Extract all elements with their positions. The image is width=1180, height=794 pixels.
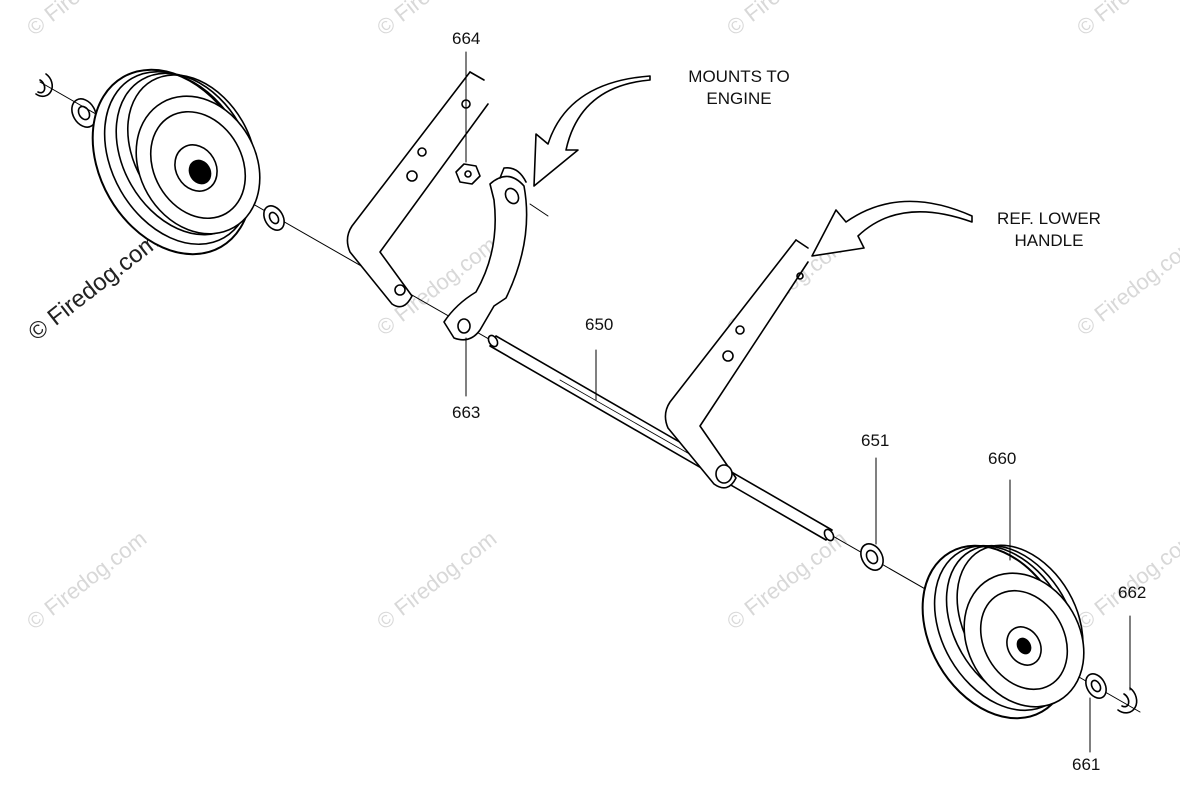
part-label-661: 661 — [1072, 755, 1101, 774]
part-label-663: 663 — [452, 403, 481, 422]
part-label-650: 650 — [585, 315, 614, 334]
part-label-662: 662 — [1118, 583, 1147, 602]
hex-nut — [455, 163, 481, 185]
right-outer-washer — [1085, 673, 1107, 699]
right-inner-washer — [860, 543, 884, 571]
right-wheel — [921, 544, 1085, 720]
engine-mount-bracket — [443, 166, 549, 341]
ref-lower-handle-arrow — [811, 200, 973, 257]
callout-ref-lower-handle: REF. LOWER HANDLE — [982, 208, 1116, 252]
left-e-clip — [35, 73, 54, 98]
right-e-clip — [1117, 687, 1138, 714]
part-label-660: 660 — [988, 449, 1017, 468]
part-label-664: 664 — [452, 29, 481, 48]
callout-handle-line1: REF. LOWER — [997, 209, 1101, 228]
part-label-651: 651 — [861, 431, 890, 450]
right-handle-bracket — [664, 239, 809, 489]
left-outer-washer — [71, 98, 97, 128]
callout-mounts-line1: MOUNTS TO — [688, 67, 790, 86]
left-handle-bracket — [346, 71, 489, 308]
callout-mounts-line2: ENGINE — [706, 89, 772, 108]
mounts-to-engine-arrow — [533, 75, 651, 187]
callout-handle-line2: HANDLE — [1014, 231, 1084, 250]
axle-rod — [487, 334, 835, 542]
left-inner-washer — [263, 205, 285, 231]
left-wheel — [91, 68, 261, 256]
callout-mounts-to-engine: MOUNTS TO ENGINE — [672, 66, 806, 110]
